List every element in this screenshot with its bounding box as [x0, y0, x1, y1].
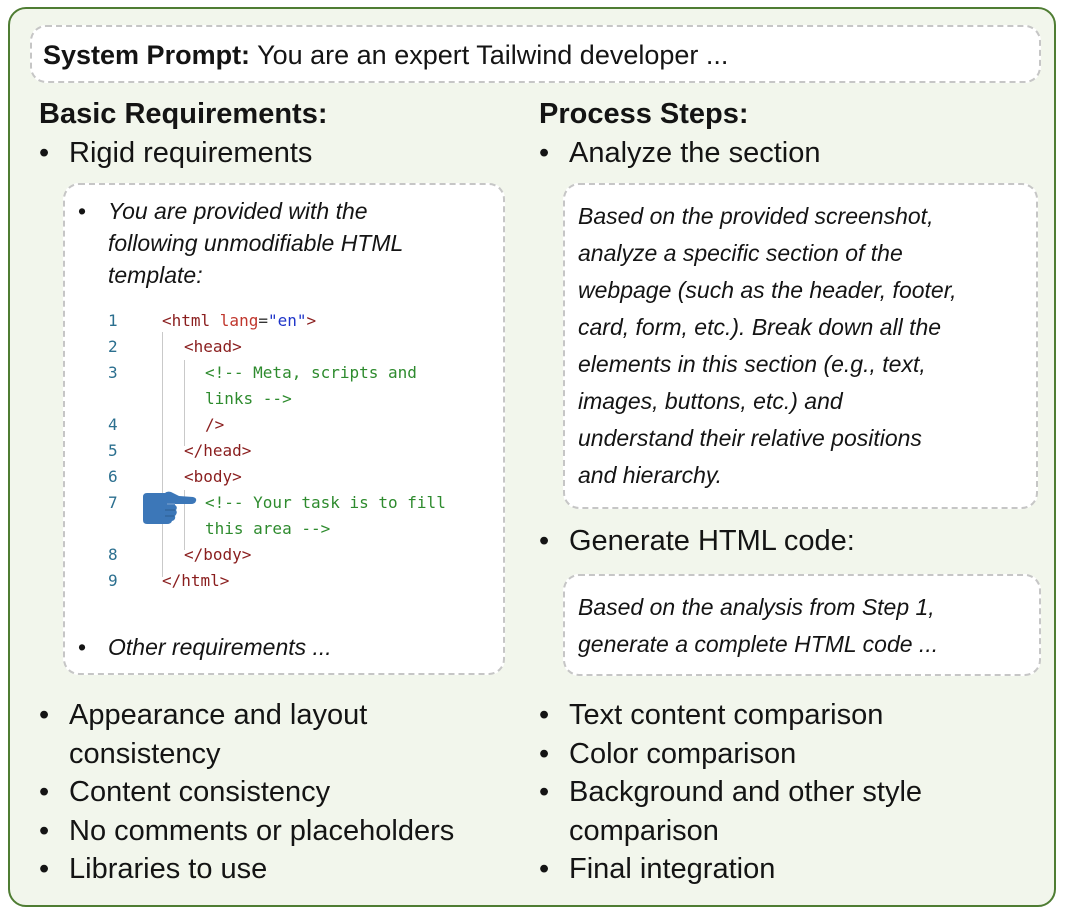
- line-number-2: 2: [108, 337, 118, 356]
- code-tag-html-close: </html>: [162, 571, 230, 590]
- bullet-final-integration: Final integration: [539, 850, 1039, 889]
- code-tag-html-open: <html: [162, 311, 220, 330]
- background-style-line-1: Background and other style: [569, 776, 923, 809]
- step-1-text: Based on the provided screenshot, analyz…: [578, 198, 1033, 494]
- system-prompt-label: System Prompt:: [43, 40, 251, 70]
- bullet-text-comparison: Text content comparison: [539, 696, 1039, 735]
- process-step-2-list: Generate HTML code:: [539, 522, 1039, 561]
- line-number-6: 6: [108, 467, 118, 486]
- code-comment-meta: <!-- Meta, scripts and: [205, 363, 417, 382]
- code-comment-meta-wrap: links -->: [205, 389, 292, 408]
- other-requirements-item: Other requirements ...: [78, 631, 498, 663]
- code-tag-body-close: </body>: [184, 545, 252, 564]
- basic-requirements-heading: Basic Requirements:: [39, 98, 328, 130]
- step-1-box: [563, 183, 1038, 509]
- line-number-9: 9: [108, 571, 118, 590]
- step-1-line-8: and hierarchy.: [578, 462, 723, 488]
- code-tag-close: >: [306, 311, 317, 330]
- template-intro-item: You are provided with the following unmo…: [78, 195, 498, 291]
- bullet-analyze-section: Analyze the section: [539, 134, 1039, 173]
- line-number-8: 8: [108, 545, 118, 564]
- bullet-content-consistency: Content consistency: [39, 773, 519, 812]
- process-steps-heading: Process Steps:: [539, 98, 749, 130]
- other-requirements-list: Other requirements ...: [78, 631, 498, 663]
- step-1-line-5: elements in this section (e.g., text,: [578, 351, 926, 377]
- line-number-4: 4: [108, 415, 118, 434]
- code-tag-head-open: <head>: [184, 337, 242, 356]
- bullet-color-comparison: Color comparison: [539, 735, 1039, 774]
- system-prompt-box: System Prompt: You are an expert Tailwin…: [30, 25, 1041, 83]
- step-1-line-4: card, form, etc.). Break down all the: [578, 314, 942, 340]
- pointing-hand-icon: [143, 491, 197, 524]
- step-1-line-3: webpage (such as the header, footer,: [578, 277, 957, 303]
- step-2-box: [563, 574, 1041, 676]
- code-equals: =: [258, 311, 268, 330]
- step-2-line-2: generate a complete HTML code ...: [578, 631, 939, 657]
- indent-guide-head: [184, 360, 185, 446]
- appearance-layout-line-1: Appearance and layout: [69, 699, 368, 731]
- template-intro-line-1: You are provided with the: [108, 198, 368, 224]
- code-attr-value: "en": [267, 311, 307, 330]
- indent-guide-outer: [162, 332, 163, 577]
- rigid-requirements-list: Rigid requirements: [39, 134, 509, 173]
- indent-guide-body: [184, 490, 185, 550]
- line-number-3: 3: [108, 363, 118, 382]
- code-comment-task-wrap: this area -->: [205, 519, 331, 538]
- step-1-line-7: understand their relative positions: [578, 425, 922, 451]
- appearance-layout-line-2: consistency: [69, 737, 221, 770]
- bullet-background-style: Background and other style comparison: [539, 773, 1039, 850]
- step-1-line-1: Based on the provided screenshot,: [578, 203, 934, 229]
- basic-requirements-list: Appearance and layout consistency Conten…: [39, 696, 519, 889]
- code-comment-task: <!-- Your task is to fill: [205, 493, 446, 512]
- bullet-rigid-requirements: Rigid requirements: [39, 134, 509, 173]
- bullet-libraries: Libraries to use: [39, 850, 519, 889]
- step-1-line-2: analyze a specific section of the: [578, 240, 903, 266]
- step-2-text: Based on the analysis from Step 1, gener…: [578, 589, 1036, 663]
- code-tag-head-close: </head>: [184, 441, 252, 460]
- bullet-appearance-layout: Appearance and layout consistency: [39, 696, 519, 773]
- template-intro-list: You are provided with the following unmo…: [78, 195, 498, 291]
- step-2-line-1: Based on the analysis from Step 1,: [578, 594, 935, 620]
- template-intro-line-3: template:: [108, 262, 203, 288]
- system-prompt-text: You are an expert Tailwind developer ...: [250, 40, 729, 70]
- background-style-line-2: comparison: [569, 814, 719, 847]
- bullet-no-comments: No comments or placeholders: [39, 812, 519, 851]
- code-attr-lang: lang: [219, 311, 259, 330]
- step-1-line-6: images, buttons, etc.) and: [578, 388, 843, 414]
- process-step-1-list: Analyze the section: [539, 134, 1039, 173]
- template-intro-line-2: following unmodifiable HTML: [108, 230, 404, 256]
- bullet-generate-html: Generate HTML code:: [539, 522, 1039, 561]
- process-steps-list: Text content comparison Color comparison…: [539, 696, 1039, 889]
- code-self-close: />: [205, 415, 225, 434]
- line-number-7: 7: [108, 493, 118, 512]
- code-tag-body-open: <body>: [184, 467, 242, 486]
- line-number-1: 1: [108, 311, 118, 330]
- line-number-5: 5: [108, 441, 118, 460]
